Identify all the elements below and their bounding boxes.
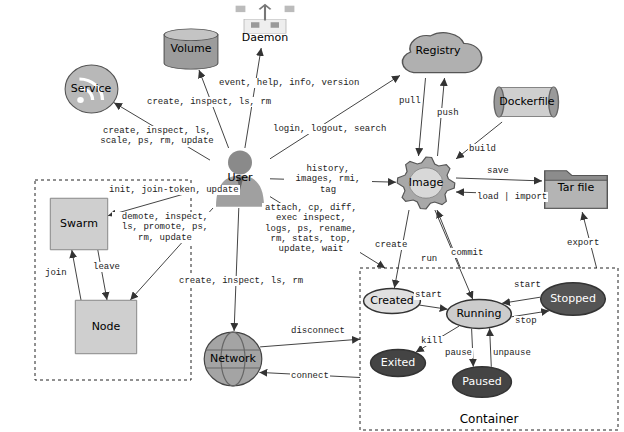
connector-arrow [260, 339, 360, 347]
command-label: push [436, 108, 460, 118]
command-label: create, inspect, ls, scale, ps, rm, upda… [98, 126, 216, 147]
node-box: Node [75, 300, 137, 354]
command-label: start [513, 280, 542, 290]
command-label: login, logout, search [272, 124, 387, 134]
command-label: stop [514, 316, 538, 326]
user-figure: User [210, 148, 270, 208]
tarfile-folder: Tar file [542, 164, 610, 212]
state-ellipse: Stopped [540, 282, 606, 316]
node-label: Volume [171, 43, 212, 56]
command-label: demote, inspect, ls, promote, ps, rm, up… [112, 212, 218, 243]
node-label: Dockerfile [499, 96, 554, 109]
swarm-group-outline [35, 180, 191, 380]
connector-arrow [72, 250, 81, 300]
node-label: Running [456, 308, 501, 321]
node-label: Registry [415, 45, 460, 58]
node-label: Container [460, 413, 519, 427]
image-gear: Image [396, 156, 456, 210]
command-label: leave [92, 262, 121, 272]
node-label: User [227, 172, 252, 185]
node-label: Tar file [558, 182, 594, 195]
state-ellipse: Running [446, 299, 512, 329]
command-label: history, images, rmi, tag [284, 164, 372, 195]
command-label: build [468, 144, 497, 154]
command-label: commit [450, 248, 484, 258]
connector-arrow [456, 122, 502, 159]
command-label: start [414, 290, 443, 300]
node-label: Daemon [242, 32, 288, 45]
connector-arrow [234, 208, 239, 331]
state-ellipse: Exited [370, 349, 426, 377]
command-label: export [566, 238, 600, 248]
node-label: Created [370, 295, 414, 308]
swarm-box: Swarm [50, 198, 108, 250]
connector-arrow [420, 305, 448, 309]
command-label: run [420, 254, 438, 264]
command-label: create, inspect, ls, rm [178, 276, 304, 286]
dockerfile-scroll: Dockerfile [492, 82, 562, 122]
connector-arrow [456, 178, 542, 181]
command-label: kill [420, 336, 444, 346]
connector-arrow [437, 210, 461, 268]
network-globe: Network [203, 331, 263, 387]
registry-cloud: Registry [400, 24, 476, 78]
connector-arrow [502, 297, 540, 303]
command-label: attach, cp, diff, exec inspect, logs, ps… [262, 203, 360, 255]
node-label: Network [210, 353, 256, 366]
command-label: init, join-token, update [108, 185, 240, 195]
command-label: connect [290, 371, 330, 381]
connector-arrow [419, 78, 426, 156]
node-label: Node [92, 321, 121, 334]
command-label: create [374, 240, 408, 250]
command-label: pull [398, 96, 422, 106]
command-label: pause [444, 348, 473, 358]
command-label: unpause [492, 348, 532, 358]
node-label: Swarm [60, 218, 98, 231]
state-ellipse: Created [363, 288, 421, 314]
node-label: Exited [381, 357, 416, 370]
volume-cylinder: Volume [163, 28, 219, 70]
service-icon: Service [64, 64, 119, 114]
node-label: Image [409, 177, 443, 190]
state-ellipse: Paused [452, 366, 512, 398]
daemon-icon: Daemon [230, 2, 300, 48]
node-label: Stopped [550, 293, 596, 306]
node-label: Service [71, 83, 112, 96]
command-label: save [486, 166, 510, 176]
connector-arrow [98, 250, 107, 300]
command-label: join [44, 268, 68, 278]
node-label: Paused [462, 376, 501, 389]
command-label: disconnect [290, 326, 346, 336]
command-label: create, inspect, ls, rm [146, 97, 272, 107]
container-region: Container CreatedRunning StoppedExitedPaus… [360, 268, 618, 430]
command-label: load | import [476, 192, 548, 202]
command-label: event, help, info, version [218, 78, 360, 88]
